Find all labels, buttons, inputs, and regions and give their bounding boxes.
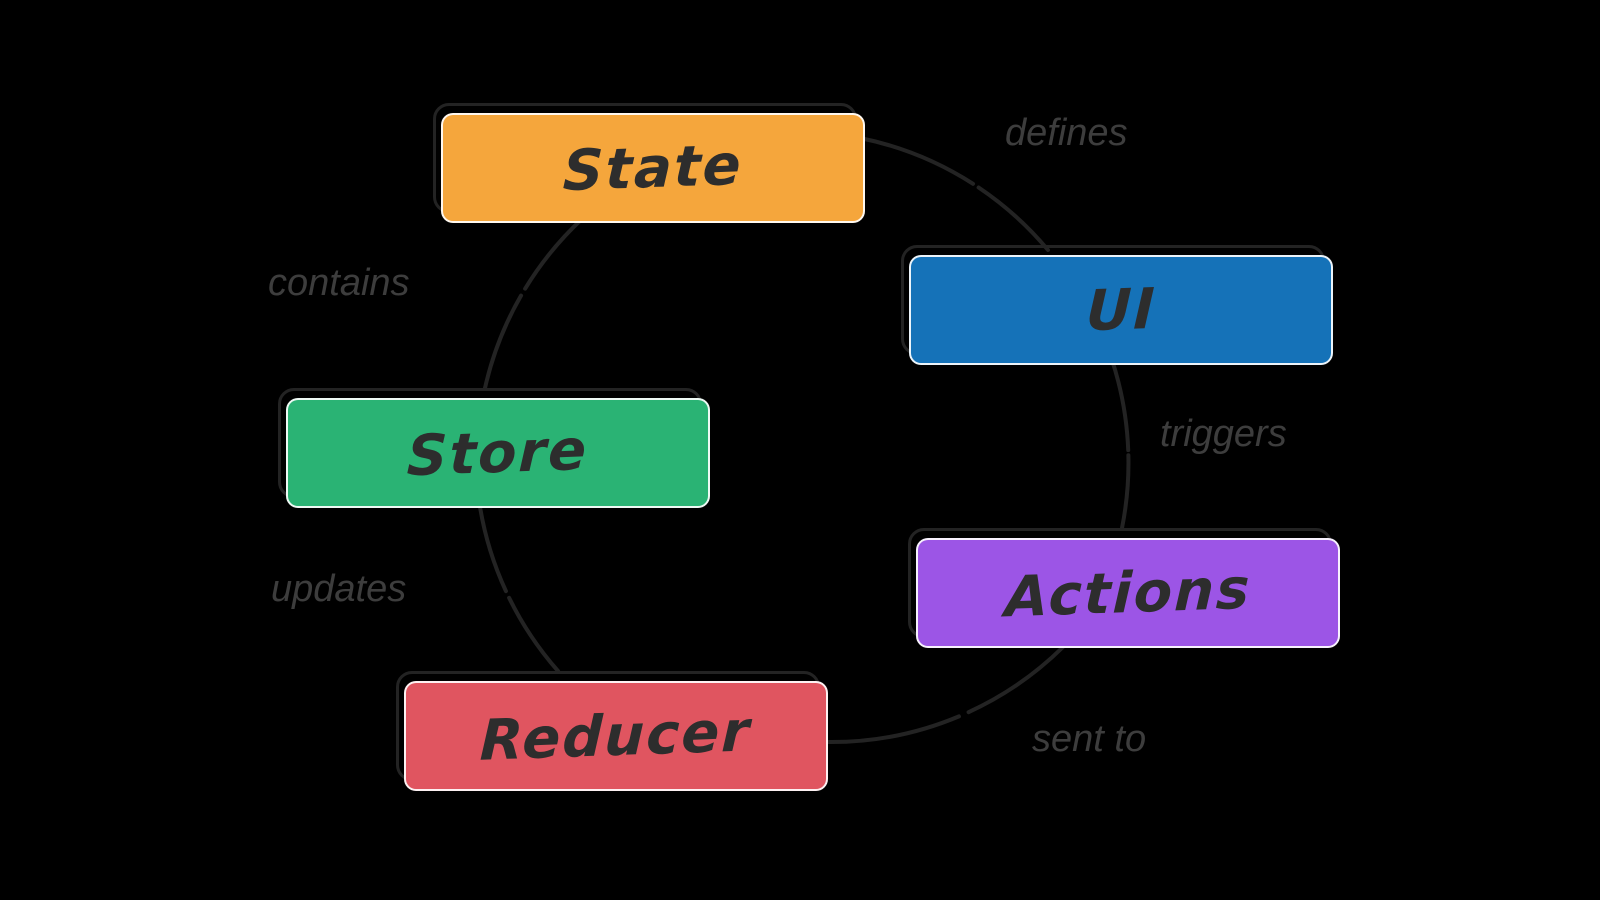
edge-arc-actions-reducer [824, 645, 1065, 745]
edge-arc-reducer-store [478, 505, 560, 673]
node-state-fill: State [441, 113, 865, 223]
node-ui-label: UI [1084, 276, 1158, 344]
node-store: Store [278, 388, 710, 508]
edge-label-contains: contains [268, 262, 410, 304]
node-state-label: State [562, 132, 744, 204]
node-store-label: Store [406, 417, 590, 489]
edge-label-updates: updates [271, 568, 407, 610]
node-reducer-fill: Reducer [404, 681, 828, 791]
node-actions: Actions [908, 528, 1340, 648]
edge-label-sent-to: sent to [1032, 718, 1147, 760]
node-actions-fill: Actions [916, 538, 1340, 648]
node-ui: UI [901, 245, 1333, 365]
node-store-fill: Store [286, 398, 710, 508]
node-state: State [433, 103, 865, 223]
node-ui-fill: UI [909, 255, 1333, 365]
edge-label-triggers: triggers [1160, 413, 1287, 455]
node-reducer-label: Reducer [479, 698, 753, 774]
edge-label-defines: defines [1005, 112, 1128, 154]
node-actions-label: Actions [1003, 556, 1253, 630]
edge-arc-store-state [483, 216, 585, 390]
edge-arc-state-ui [858, 136, 1050, 252]
node-reducer: Reducer [396, 671, 828, 791]
edge-arc-ui-actions [1110, 358, 1131, 530]
